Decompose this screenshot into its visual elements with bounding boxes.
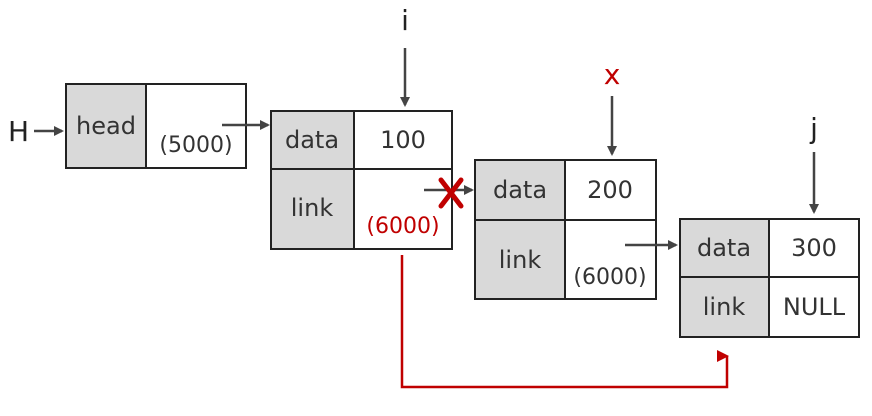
node1-data-label: data <box>285 126 339 154</box>
pointer-i-label: i <box>401 4 409 37</box>
node1-data-label-cell <box>270 110 355 170</box>
node2-data-label: data <box>493 176 547 204</box>
head-node: head (5000) <box>65 83 247 169</box>
node1-data-value: 100 <box>380 126 426 154</box>
node2-link-label-cell <box>474 219 566 300</box>
pointer-j-label: j <box>809 112 818 145</box>
node1-link-value-cell <box>353 168 453 250</box>
node2-data-value: 200 <box>587 176 633 204</box>
node3-data-label: data <box>697 234 751 262</box>
node1-link-label: link <box>291 194 334 222</box>
node-3: data 300 link NULL <box>679 218 860 338</box>
node3-link-label: link <box>703 293 746 321</box>
head-label: head <box>76 112 136 140</box>
pointer-h-label: H <box>8 115 29 148</box>
node3-link-value: NULL <box>783 293 846 321</box>
node3-data-label-cell <box>679 218 770 278</box>
node1-link-value: (6000) <box>366 214 439 239</box>
node-1: data 100 link (6000) <box>270 110 453 250</box>
node3-link-value-cell <box>768 276 860 338</box>
pointer-x-label: x <box>604 58 621 91</box>
node3-link-label-cell <box>679 276 770 338</box>
node1-link-label-cell <box>270 168 355 250</box>
node2-link-label: link <box>499 246 542 274</box>
node3-data-value-cell <box>768 218 860 278</box>
cross-mark-icon <box>438 177 464 209</box>
node2-link-value: (6000) <box>573 265 646 290</box>
relink-red-arrow <box>400 255 729 389</box>
head-address: (5000) <box>159 133 232 158</box>
node-2: data 200 link (6000) <box>474 159 657 300</box>
node2-data-value-cell <box>564 159 657 221</box>
node3-data-value: 300 <box>791 234 837 262</box>
node2-link-value-cell <box>564 219 657 300</box>
